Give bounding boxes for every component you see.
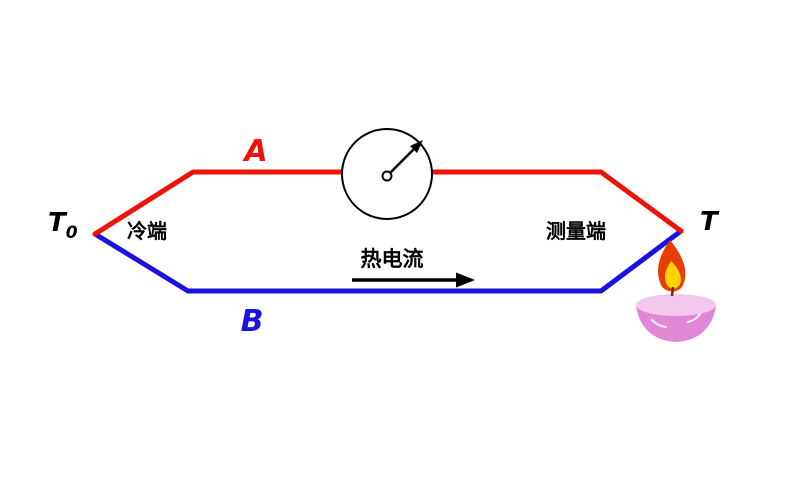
right-temperature-label: T [700,207,720,237]
cold-junction-label: 冷端 [127,219,167,243]
candle-bowl-rim [636,294,716,316]
left-temperature-label: T0 [48,208,78,243]
galvanometer-needle-arrowhead [410,140,423,153]
wire-b-label: B [241,304,264,339]
candle-wick [670,286,675,297]
thermo-current-label: 热电流 [361,247,424,271]
galvanometer-pivot [381,170,393,182]
current-arrow-head [456,272,475,288]
wire-a-label: A [242,134,267,169]
wire-b-line [92,228,684,294]
galvanometer-needle [386,147,416,177]
candle-decoration [651,313,701,328]
left-temperature-main: T [48,208,68,238]
left-temperature-subscript: 0 [66,223,78,243]
candle-bowl [636,306,716,342]
candle-flame-inner [664,261,681,289]
measuring-junction-label: 测量端 [546,219,606,243]
